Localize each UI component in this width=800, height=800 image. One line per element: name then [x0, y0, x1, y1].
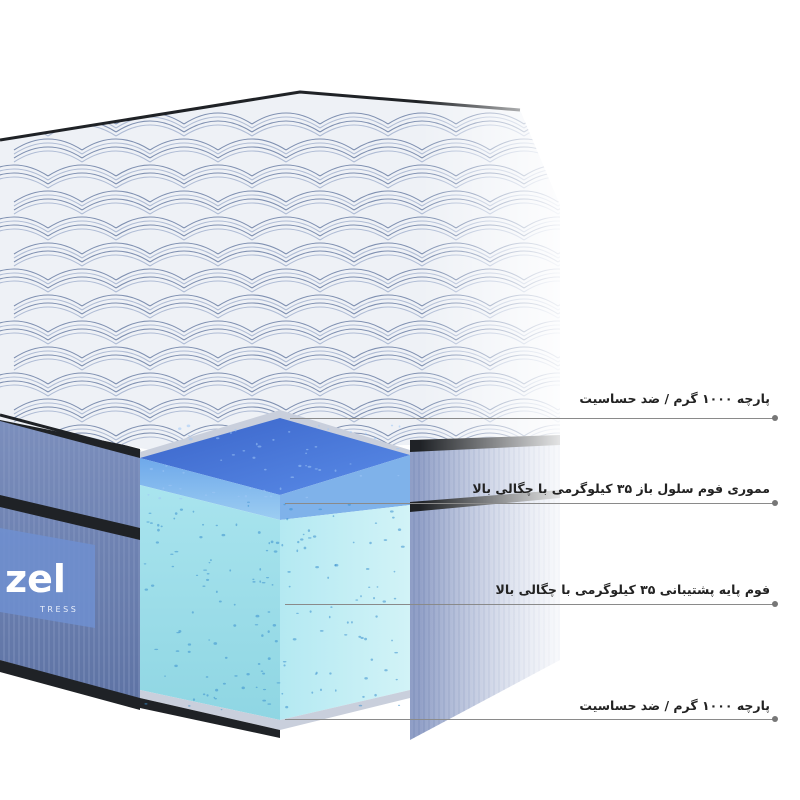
foam-layers-cutaway	[140, 410, 410, 738]
brand-logo-subtext: T R E S S	[39, 605, 76, 614]
callout-line-3	[285, 604, 775, 605]
memory-foam-layer	[140, 418, 410, 495]
callout-dot-3	[772, 601, 778, 607]
support-foam-layer	[140, 485, 280, 720]
callout-label-support-foam: فوم پایه پشتیبانی ۳۵ کیلوگرمی با چگالی ب…	[495, 582, 770, 597]
brand-logo: zel T R E S S	[0, 528, 95, 628]
mattress-left-side: zel T R E S S	[0, 412, 140, 710]
callout-line-4	[285, 719, 775, 720]
callout-label-memory-foam: مموری فوم سلول باز ۳۵ کیلوگرمی با چگالی …	[472, 481, 770, 496]
callout-dot-1	[772, 415, 778, 421]
callout-label-top-fabric: پارچه ۱۰۰۰ گرم / ضد حساسیت	[579, 391, 770, 406]
callout-line-1	[290, 418, 775, 419]
callout-label-bottom-fabric: پارچه ۱۰۰۰ گرم / ضد حساسیت	[579, 698, 770, 713]
callout-dot-4	[772, 716, 778, 722]
callout-dot-2	[772, 500, 778, 506]
callout-line-2	[285, 503, 775, 504]
brand-logo-text: zel	[5, 557, 66, 601]
